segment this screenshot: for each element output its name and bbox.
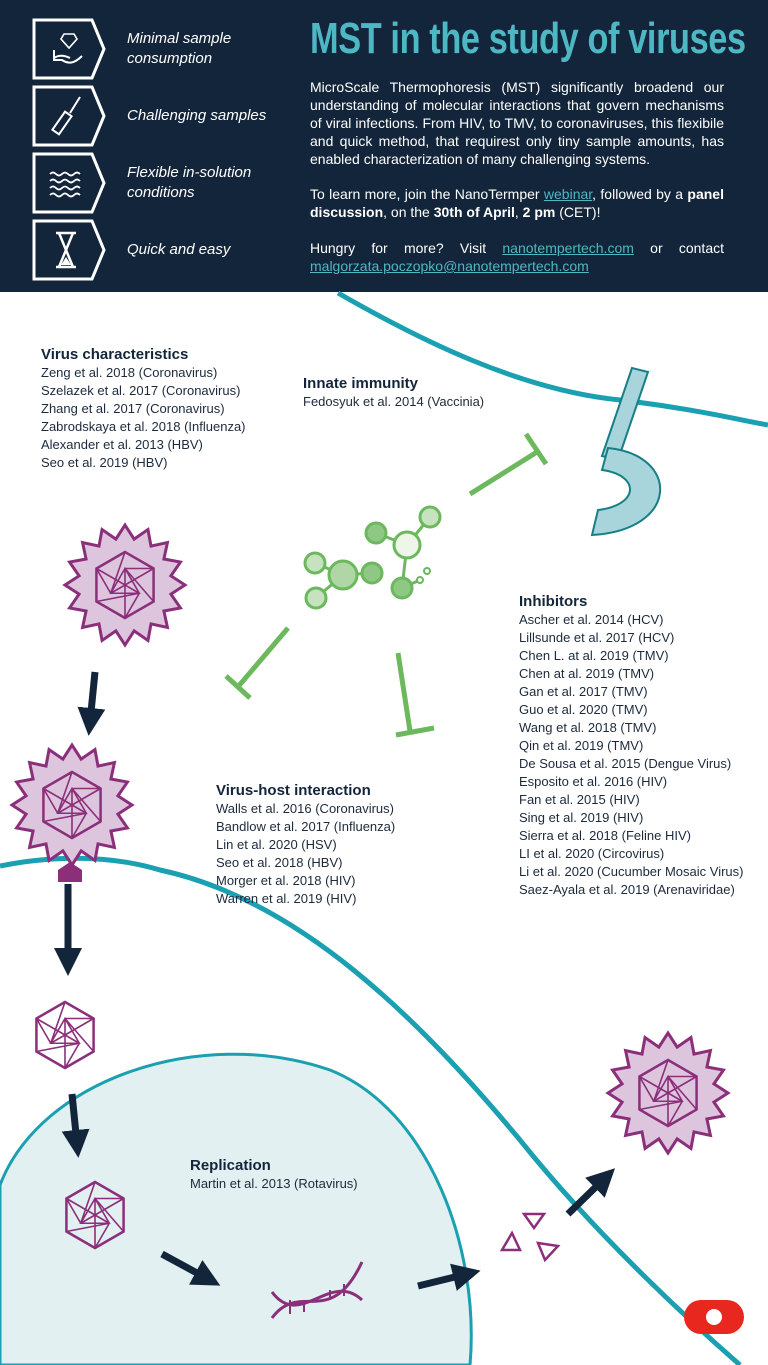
reference-item: Fedosyuk et al. 2014 (Vaccinia)	[303, 394, 485, 409]
capsid-icon	[65, 1180, 125, 1250]
header-banner: Minimal sample consumption Challenging s…	[0, 0, 768, 292]
capsid-icon	[35, 1000, 95, 1070]
reference-item: Esposito et al. 2016 (HIV)	[519, 774, 668, 789]
reference-item: Qin et al. 2019 (TMV)	[519, 738, 644, 753]
text: or contact	[633, 240, 725, 256]
dna-icon	[270, 1261, 364, 1319]
feature-label: Quick and easy	[127, 241, 231, 258]
reference-item: Lin et al. 2020 (HSV)	[216, 837, 337, 852]
feature-label: Challenging samples	[127, 107, 267, 124]
molecule-icon	[303, 505, 442, 610]
reference-item: Bandlow et al. 2017 (Influenza)	[216, 819, 396, 834]
section-innate-immunity: Innate immunity Fedosyuk et al. 2014 (Va…	[303, 374, 484, 411]
feature-challenging-samples: Challenging samples	[32, 85, 292, 147]
webinar-paragraph: To learn more, join the NanoTermper webi…	[310, 185, 724, 221]
text: , on the	[383, 204, 434, 220]
reference-item: Alexander et al. 2013 (HBV)	[41, 437, 203, 452]
inhibit-receptor	[468, 432, 549, 497]
reference-item: Zeng et al. 2018 (Coronavirus)	[41, 365, 218, 380]
contact-paragraph: Hungry for more? Visit nanotempertech.co…	[310, 239, 724, 275]
inhibition-lines	[224, 432, 549, 738]
lifecycle-arrows	[54, 671, 616, 1291]
feature-minimal-sample: Minimal sample consumption	[32, 18, 292, 80]
section-title: Replication	[190, 1157, 271, 1174]
section-title: Virus characteristics	[41, 346, 189, 363]
feature-label: Flexible in-solution conditions	[127, 164, 252, 201]
top-membrane	[336, 290, 768, 428]
text: To learn more, join the NanoTermper	[310, 186, 544, 202]
arrow-icon	[61, 1093, 90, 1158]
feature-flexible-conditions: Flexible in-solution conditions	[32, 152, 292, 214]
reference-item: Seo et al. 2018 (HBV)	[216, 855, 343, 870]
text: (CET)!	[555, 204, 601, 220]
text: Hungry for more? Visit	[310, 240, 503, 256]
hourglass-icon	[32, 219, 106, 281]
reference-item: Warren et al. 2019 (HIV)	[216, 891, 357, 906]
section-virus-host: Virus-host interaction Walls et al. 2016…	[216, 781, 395, 908]
reference-item: Sierra et al. 2018 (Feline HIV)	[519, 828, 691, 843]
page-title: MST in the study of viruses	[310, 14, 746, 63]
record-button[interactable]	[684, 1300, 744, 1334]
reference-item: Gan et al. 2017 (TMV)	[519, 684, 648, 699]
record-icon	[706, 1309, 722, 1325]
receptor-icon	[590, 366, 661, 537]
reference-item: Chen L. at al. 2019 (TMV)	[519, 648, 669, 663]
arrow-icon	[417, 1263, 481, 1291]
cell-membrane	[0, 855, 742, 1365]
reference-item: Lillsunde et al. 2017 (HCV)	[519, 630, 675, 645]
text: panel discussion	[310, 186, 724, 220]
arrow-icon	[77, 671, 106, 736]
reference-item: Szelazek et al. 2017 (Coronavirus)	[41, 383, 241, 398]
arrow-icon	[565, 1168, 616, 1217]
reference-item: Li et al. 2020 (Cucumber Mosaic Virus)	[519, 864, 744, 879]
feature-quick-easy: Quick and easy	[32, 219, 292, 281]
reference-item: Walls et al. 2016 (Coronavirus)	[216, 801, 394, 816]
section-title: Innate immunity	[303, 375, 419, 392]
reference-item: Saez-Ayala et al. 2019 (Arenaviridae)	[519, 882, 735, 897]
screwdriver-icon	[32, 85, 106, 147]
text: 2 pm	[522, 204, 556, 220]
virus-released-icon	[605, 1030, 731, 1156]
reference-item: Wang et al. 2018 (TMV)	[519, 720, 657, 735]
section-inhibitors: Inhibitors Ascher et al. 2014 (HCV) Lills…	[519, 592, 743, 899]
reference-item: Ascher et al. 2014 (HCV)	[519, 612, 664, 627]
reference-item: Fan et al. 2015 (HIV)	[519, 792, 640, 807]
inhibit-entry	[224, 626, 290, 700]
reference-item: Guo et al. 2020 (TMV)	[519, 702, 648, 717]
viral-fragments-icon	[499, 1212, 561, 1263]
section-virus-characteristics: Virus characteristics Zeng et al. 2018 (…	[41, 345, 246, 472]
text: 30th of April	[433, 204, 515, 220]
reference-item: Zhang et al. 2017 (Coronavirus)	[41, 401, 225, 416]
email-link[interactable]: malgorzata.poczopko@nanotempertech.com	[310, 258, 589, 274]
intro-paragraph: MicroScale Thermophoresis (MST) signific…	[310, 79, 724, 167]
host-receptor-icon	[58, 862, 82, 882]
inhibit-host	[395, 652, 435, 738]
reference-item: Martin et al. 2013 (Rotavirus)	[190, 1176, 358, 1191]
reference-item: LI et al. 2020 (Circovirus)	[519, 846, 665, 861]
reference-item: Sing et al. 2019 (HIV)	[519, 810, 644, 825]
feature-label: Minimal sample consumption	[127, 30, 232, 67]
webinar-link[interactable]: webinar	[543, 186, 593, 202]
reference-item: De Sousa et al. 2015 (Dengue Virus)	[519, 756, 732, 771]
text: ,	[514, 204, 523, 220]
section-title: Virus-host interaction	[216, 782, 371, 799]
reference-item: Seo et al. 2019 (HBV)	[41, 455, 168, 470]
diamond-hand-icon	[32, 18, 106, 80]
reference-item: Chen at al. 2019 (TMV)	[519, 666, 655, 681]
waves-icon	[32, 152, 106, 214]
text: , followed by a	[592, 186, 688, 202]
virus-attached-icon	[9, 742, 135, 868]
section-replication: Replication Martin et al. 2013 (Rotaviru…	[190, 1156, 358, 1193]
virus-icon	[62, 522, 188, 648]
section-title: Inhibitors	[519, 593, 588, 610]
reference-item: Morger et al. 2018 (HIV)	[216, 873, 356, 888]
website-link[interactable]: nanotempertech.com	[502, 240, 634, 256]
reference-item: Zabrodskaya et al. 2018 (Influenza)	[41, 419, 246, 434]
arrow-icon	[160, 1250, 221, 1286]
